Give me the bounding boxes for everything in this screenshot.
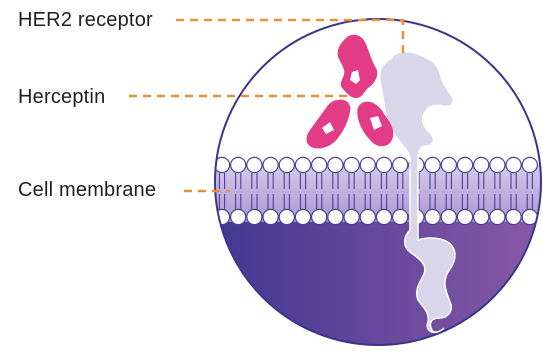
lipid-head — [295, 209, 310, 224]
lipid-head — [263, 209, 278, 224]
lipid-head — [360, 157, 375, 172]
lipid-head — [328, 209, 343, 224]
lipid-head — [279, 157, 294, 172]
lipid-head — [247, 157, 262, 172]
lipid-head — [344, 209, 359, 224]
lipid-head — [425, 209, 440, 224]
lipid-head — [441, 157, 456, 172]
lipid-head — [474, 209, 489, 224]
cell-interior — [200, 222, 543, 351]
lipid-head — [522, 157, 537, 172]
lipid-head — [393, 209, 408, 224]
lipid-head — [312, 209, 327, 224]
lipid-head — [360, 209, 375, 224]
lipid-head — [425, 157, 440, 172]
lipid-head — [506, 209, 521, 224]
lipid-head — [328, 157, 343, 172]
lipid-head — [393, 157, 408, 172]
lipid-head — [376, 209, 391, 224]
lipid-head — [376, 157, 391, 172]
lipid-head — [279, 209, 294, 224]
lipid-head — [263, 157, 278, 172]
lipid-head — [231, 209, 246, 224]
lipid-head — [231, 157, 246, 172]
lipid-head — [441, 209, 456, 224]
lipid-head — [344, 157, 359, 172]
lipid-head — [457, 209, 472, 224]
lipid-head — [457, 157, 472, 172]
lipid-head — [312, 157, 327, 172]
cell-membrane-label: Cell membrane — [18, 179, 156, 202]
lipid-head — [214, 209, 229, 224]
lipid-head — [247, 209, 262, 224]
lipid-head — [295, 157, 310, 172]
lipid-head — [474, 157, 489, 172]
lipid-head — [490, 157, 505, 172]
her2-receptor-label: HER2 receptor — [18, 9, 153, 32]
herceptin-label: Herceptin — [18, 86, 105, 109]
lipid-head — [490, 209, 505, 224]
lipid-head — [506, 157, 521, 172]
